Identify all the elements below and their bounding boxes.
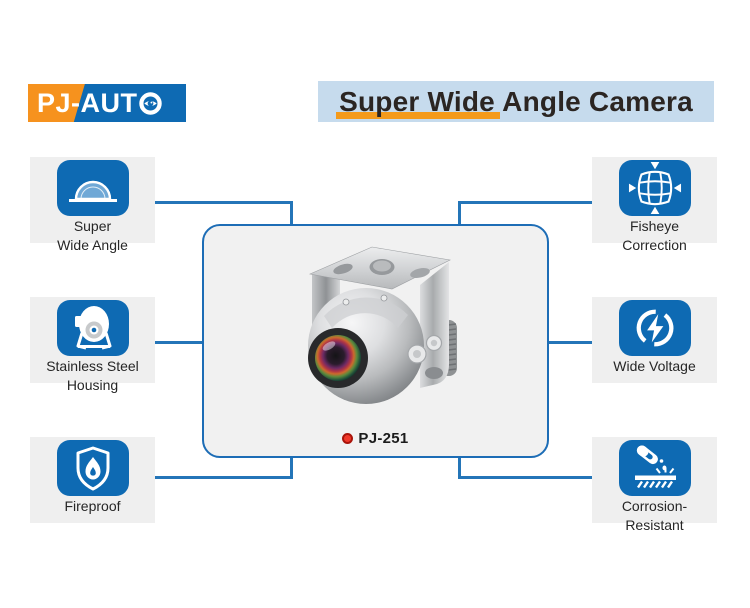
logo-text-right: AUT [80, 87, 138, 118]
title-underlined-part: Super Wide [336, 85, 500, 119]
connector-left-bot-v [290, 455, 293, 479]
connector-right-top-h [458, 201, 592, 204]
camera-product-image [308, 246, 457, 404]
connector-left-bot-h [155, 476, 293, 479]
camera-housing-icon [56, 300, 129, 356]
feature-label: Stainless Steel [46, 358, 139, 374]
pj-auto-logo: PJ-AUT [28, 84, 186, 122]
connector-left-mid-h [155, 341, 204, 344]
connector-right-bot-h [458, 476, 592, 479]
feature-label: Wide Angle [57, 236, 128, 253]
connector-right-bot-v [458, 455, 461, 479]
title-rest-part: Angle Camera [502, 85, 693, 117]
dome-icon [56, 160, 129, 216]
logo-orange-panel [28, 84, 85, 122]
red-dot-icon [342, 433, 354, 444]
feature-stainless-steel-housing: Stainless Steel Housing [30, 297, 155, 392]
feature-label: Super [73, 218, 112, 234]
corrosion-test-icon [618, 440, 691, 496]
shield-flame-icon [56, 440, 129, 496]
connector-right-top-v [458, 201, 461, 226]
feature-label: Fisheye [629, 218, 680, 234]
feature-wide-voltage: Wide Voltage [592, 297, 717, 383]
feature-label: Housing [66, 376, 119, 393]
feature-label: Fireproof [64, 498, 121, 514]
feature-label: Wide Voltage [613, 358, 696, 374]
fisheye-grid-icon [618, 160, 691, 216]
connector-left-top-v [290, 201, 293, 226]
feature-label: Correction [622, 236, 687, 253]
connector-right-mid-h [547, 341, 592, 344]
voltage-bolt-icon [618, 300, 691, 356]
feature-super-wide-angle: Super Wide Angle [30, 157, 155, 252]
connector-left-top-h [155, 201, 293, 204]
logo-text-left: PJ- [37, 87, 81, 118]
feature-fisheye-correction: Fisheye Correction [592, 157, 717, 252]
page-title-bar: Super Wide Angle Camera [318, 81, 714, 122]
model-label-row: PJ-251 [204, 430, 547, 447]
logo-text: PJ-AUT [28, 84, 186, 122]
product-panel: PJ-251 [202, 224, 549, 458]
model-name: PJ-251 [358, 430, 409, 447]
feature-label: Corrosion- [621, 498, 688, 514]
feature-label: Resistant [625, 516, 684, 533]
feature-fireproof: Fireproof [30, 437, 155, 523]
eye-o-icon [138, 91, 162, 115]
feature-corrosion-resistant: Corrosion- Resistant [592, 437, 717, 532]
